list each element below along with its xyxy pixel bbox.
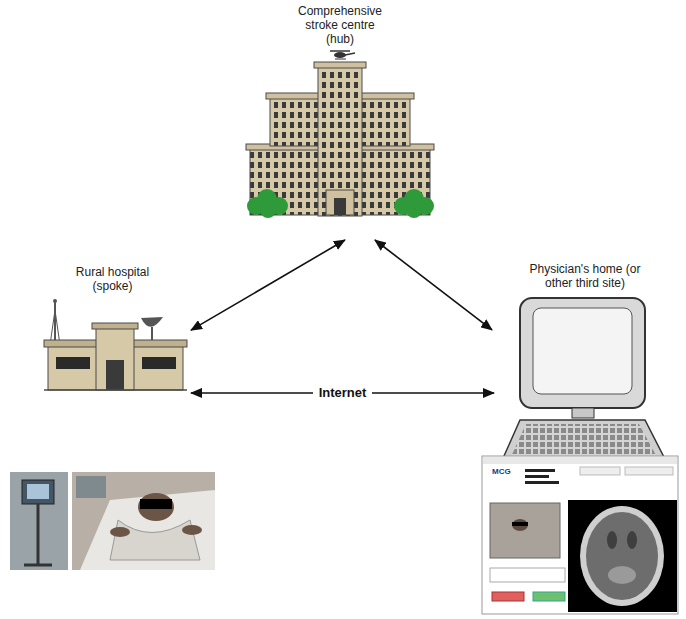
form-field	[490, 568, 565, 582]
entrance	[326, 190, 354, 215]
bush	[247, 189, 288, 218]
video-screen	[27, 484, 49, 499]
keyboard-keys	[510, 424, 658, 459]
photo	[10, 472, 215, 570]
helicopter-rotor	[330, 50, 350, 52]
node-box: Comprehensive stroke centre (hub)	[245, 4, 435, 222]
monitor	[520, 298, 645, 408]
window	[56, 357, 90, 369]
ct-scan	[568, 500, 677, 612]
window	[142, 357, 176, 369]
bed-sheet	[80, 490, 215, 570]
node-heading: Comprehensive stroke centre (hub)	[290, 4, 390, 46]
tower-cap	[314, 62, 366, 68]
roof-band	[92, 323, 138, 329]
button	[492, 592, 524, 601]
ventricle	[627, 531, 637, 549]
censor-bar	[512, 522, 528, 526]
antenna-tip	[53, 299, 57, 303]
bush-part	[260, 202, 276, 218]
window-bar	[483, 457, 677, 464]
node-box: Rural hospital (spoke)	[40, 265, 185, 398]
computer	[500, 298, 668, 465]
screen	[533, 308, 632, 394]
dish-stem	[151, 327, 153, 340]
brain	[586, 512, 658, 600]
cart-base	[24, 564, 52, 567]
hospital-building	[246, 51, 434, 218]
censor-bar	[140, 499, 172, 509]
node-heading: Rural hospital (spoke)	[67, 265, 159, 293]
screen-logo: MCG	[492, 467, 511, 476]
ventricle	[607, 531, 617, 549]
screenshot-frame	[482, 456, 678, 614]
skull	[580, 506, 664, 606]
brain-detail	[608, 566, 636, 584]
text-line	[525, 481, 559, 484]
building-tower	[318, 66, 362, 216]
helicopter-skid	[335, 59, 346, 60]
equipment	[76, 476, 106, 498]
text-line	[525, 469, 555, 472]
monitor-neck	[572, 408, 594, 418]
screenshot	[482, 456, 678, 614]
text-line	[525, 475, 549, 478]
node-heading: Physician's home (or other third site)	[527, 262, 643, 290]
ground-line	[44, 389, 187, 391]
bush-part	[406, 202, 422, 218]
helicopter-tail	[345, 53, 355, 55]
thumbnail-head	[512, 519, 528, 531]
photo-frame	[72, 472, 215, 570]
button	[533, 592, 565, 601]
tab	[580, 467, 620, 475]
node-box: Physician's home (or other third site)	[500, 262, 670, 475]
patient-hand	[182, 525, 202, 535]
door	[106, 360, 124, 390]
connector-arrow	[191, 240, 345, 330]
rural-building	[44, 299, 187, 390]
door	[334, 198, 346, 215]
bush	[394, 189, 434, 218]
video-monitor	[22, 480, 54, 504]
edge-label: Internet	[313, 384, 373, 402]
satellite-dish	[141, 317, 163, 327]
connector-arrow	[375, 240, 492, 330]
patient-head	[138, 493, 174, 521]
helicopter-body	[334, 52, 346, 58]
patient-hand	[110, 527, 130, 537]
tab	[625, 467, 673, 475]
photo-frame	[10, 472, 68, 570]
video-thumbnail	[490, 503, 560, 558]
entrance-block	[96, 328, 134, 390]
antenna-mast	[54, 302, 56, 345]
cart-pole	[37, 504, 40, 564]
